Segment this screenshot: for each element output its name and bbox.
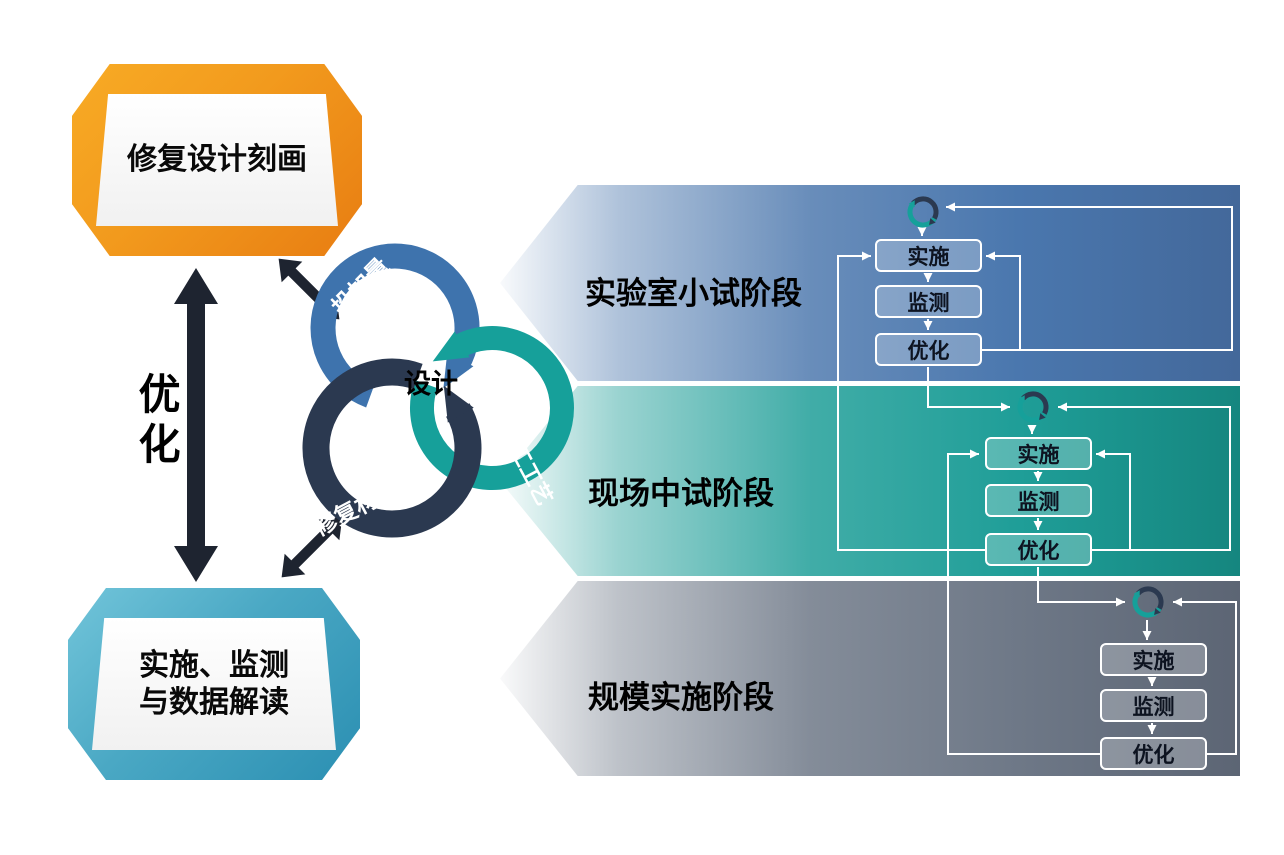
optimize-double-arrow: [174, 268, 218, 582]
ring-label-dosage: 投加量: [326, 252, 394, 321]
step-monitor-3: 监测: [1100, 689, 1207, 722]
bottom-process-box-label-line2: 与数据解读: [139, 686, 289, 719]
cycle-sync-icon: [1017, 391, 1049, 423]
step-optimize-2: 优化: [985, 533, 1092, 566]
step-implement-2: 实施: [985, 437, 1092, 470]
cycle-sync-icon: [1132, 586, 1164, 618]
stage-label-pilot: 现场中试阶段: [588, 476, 774, 511]
bottom-process-box-label-line1: 实施、监测: [139, 648, 289, 682]
cycle-sync-icon: [907, 196, 939, 228]
step-implement-3: 实施: [1100, 643, 1207, 676]
design-center-label: 设计: [404, 369, 458, 399]
top-process-box-panel: 修复设计刻画: [96, 94, 338, 226]
top-process-box: 修复设计刻画: [72, 64, 362, 256]
bottom-process-box-panel: 实施、监测 与数据解读: [92, 618, 336, 750]
step-monitor-2: 监测: [985, 484, 1092, 517]
ring-label-remediation-material: 修复材料: [309, 474, 403, 541]
optimize-arrow-label: 优化: [133, 372, 180, 472]
step-implement-1: 实施: [875, 239, 982, 272]
step-optimize-3: 优化: [1100, 737, 1207, 770]
top-process-box-label: 修复设计刻画: [127, 143, 307, 177]
step-monitor-1: 监测: [875, 285, 982, 318]
stage-band-fullscale: [500, 581, 1240, 776]
stage-label-lab: 实验室小试阶段: [585, 276, 802, 311]
stage-label-fullscale: 规模实施阶段: [588, 680, 774, 715]
step-optimize-1: 优化: [875, 333, 982, 366]
bottom-process-box: 实施、监测 与数据解读: [68, 588, 360, 780]
